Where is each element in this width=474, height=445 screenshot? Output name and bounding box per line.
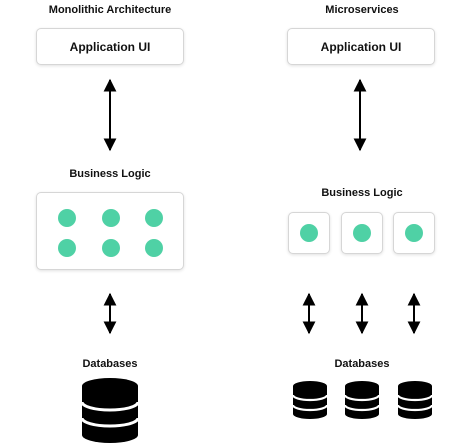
database-cylinder-icon: [291, 381, 329, 419]
microservices-application-ui-label: Application UI: [320, 39, 402, 54]
microservice-box: [288, 212, 330, 254]
service-dot-icon: [58, 209, 76, 227]
microservices-databases-label: Databases: [334, 358, 390, 370]
service-dot-icon: [353, 224, 371, 242]
monolithic-application-ui-box: Application UI: [36, 28, 184, 65]
monolithic-title: Monolithic Architecture: [48, 4, 172, 16]
microservices-application-ui-box: Application UI: [287, 28, 435, 65]
microservice-box: [341, 212, 383, 254]
database-cylinder-icon: [80, 378, 140, 443]
microservice-box: [393, 212, 435, 254]
database-cylinder-icon: [396, 381, 434, 419]
microservices-title: Microservices: [325, 4, 399, 16]
microservices-business-logic-label: Business Logic: [321, 187, 403, 199]
service-dot-icon: [102, 239, 120, 257]
service-dot-icon: [58, 239, 76, 257]
service-dot-icon: [405, 224, 423, 242]
database-cylinder-icon: [343, 381, 381, 419]
monolithic-business-logic-box: [36, 192, 184, 270]
service-dot-icon: [102, 209, 120, 227]
service-dot-icon: [145, 239, 163, 257]
monolithic-application-ui-label: Application UI: [69, 39, 151, 54]
service-dot-icon: [145, 209, 163, 227]
monolithic-business-logic-label: Business Logic: [69, 168, 151, 180]
service-dot-icon: [300, 224, 318, 242]
monolithic-databases-label: Databases: [82, 358, 138, 370]
